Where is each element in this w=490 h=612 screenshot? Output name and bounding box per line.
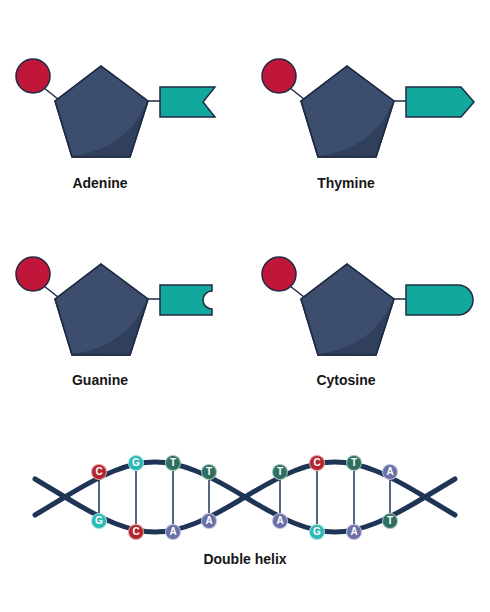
guanine-nucleotide — [16, 257, 212, 355]
base-pair-bond — [98, 480, 100, 513]
base-pair-bond — [279, 480, 281, 513]
base-circle: G — [309, 524, 325, 540]
base-letter: T — [202, 465, 216, 479]
nucleotide-node: Guanine — [0, 252, 200, 389]
adenine-nucleotide — [16, 59, 215, 157]
base-letter: G — [129, 456, 143, 470]
base-letter: A — [383, 465, 397, 479]
figure-label: Double helix — [0, 551, 490, 568]
base-letter: C — [310, 456, 324, 470]
nucleotide-name: Cytosine — [246, 372, 446, 389]
nucleotide-name: Thymine — [246, 175, 446, 192]
base-circle: A — [382, 464, 398, 480]
nucleotide-name: Adenine — [0, 175, 200, 192]
base-letter: T — [273, 465, 287, 479]
base-circle: A — [201, 513, 217, 529]
base-letter: T — [383, 514, 397, 528]
base-circle: A — [346, 524, 362, 540]
nucleotide-node: Cytosine — [246, 252, 446, 389]
base-circle: T — [272, 464, 288, 480]
base-circle: A — [165, 524, 181, 540]
thymine-nucleotide — [262, 59, 474, 157]
base-letter: T — [347, 456, 361, 470]
base-circle: T — [382, 513, 398, 529]
base-letter: C — [129, 525, 143, 539]
base-circle: G — [91, 513, 107, 529]
base-pair-bond — [353, 471, 355, 524]
base-circle: C — [128, 524, 144, 540]
cytosine-nucleotide — [262, 257, 473, 355]
helix-strand — [35, 462, 455, 532]
base-letter: T — [166, 456, 180, 470]
base-circle: T — [165, 455, 181, 471]
base-letter: A — [166, 525, 180, 539]
base-circle: T — [346, 455, 362, 471]
base-circle: A — [272, 513, 288, 529]
base-letter: G — [310, 525, 324, 539]
base-pair-bond — [316, 471, 318, 524]
helix-strand — [35, 462, 455, 532]
base-letter: A — [273, 514, 287, 528]
nucleotide-node: Thymine — [246, 55, 446, 192]
base-letter: A — [202, 514, 216, 528]
nucleotide-name: Guanine — [0, 372, 200, 389]
base-circle: T — [201, 464, 217, 480]
base-letter: A — [347, 525, 361, 539]
base-circle: G — [128, 455, 144, 471]
base-letter: C — [92, 465, 106, 479]
base-pair-bond — [135, 471, 137, 524]
base-pair-bond — [208, 480, 210, 513]
base-pair-bond — [172, 471, 174, 524]
base-letter: G — [92, 514, 106, 528]
base-circle: C — [309, 455, 325, 471]
base-circle: C — [91, 464, 107, 480]
base-pair-bond — [389, 480, 391, 513]
nucleotide-node: Adenine — [0, 55, 200, 192]
